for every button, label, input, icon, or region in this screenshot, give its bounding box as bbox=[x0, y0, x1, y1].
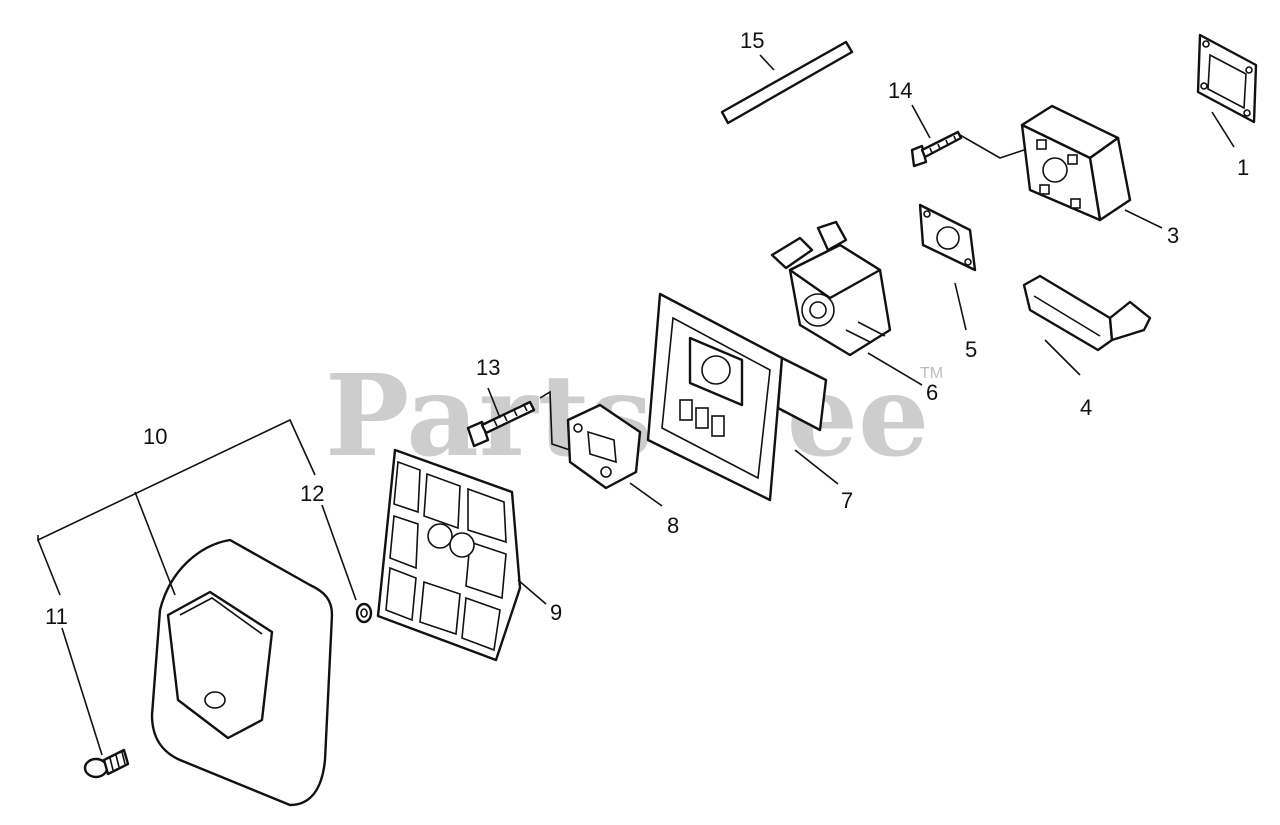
part-8-gasket[interactable] bbox=[566, 403, 642, 490]
leader-lines bbox=[37, 54, 1235, 756]
callout-14[interactable]: 14 bbox=[888, 78, 912, 103]
part-10-cover[interactable] bbox=[150, 538, 334, 807]
callout-4[interactable]: 4 bbox=[1080, 395, 1092, 420]
part-7-case[interactable] bbox=[646, 292, 828, 502]
callout-3[interactable]: 3 bbox=[1167, 223, 1179, 248]
part-15-rod[interactable] bbox=[720, 40, 854, 125]
callout-8[interactable]: 8 bbox=[667, 513, 679, 538]
callout-10[interactable]: 10 bbox=[143, 424, 167, 449]
callout-7[interactable]: 7 bbox=[841, 488, 853, 513]
part-6-carburetor[interactable] bbox=[770, 220, 892, 357]
part-4-bracket[interactable] bbox=[1022, 274, 1152, 352]
callout-13[interactable]: 13 bbox=[476, 355, 500, 380]
part-14-bolt[interactable] bbox=[910, 130, 963, 168]
part-5-gasket[interactable] bbox=[918, 203, 977, 272]
callout-6[interactable]: 6 bbox=[926, 380, 938, 405]
watermark-trademark: TM bbox=[920, 365, 943, 382]
part-12-washer[interactable] bbox=[355, 602, 373, 624]
callout-5[interactable]: 5 bbox=[965, 337, 977, 362]
callout-9[interactable]: 9 bbox=[550, 600, 562, 625]
part-11-screw[interactable] bbox=[83, 748, 130, 779]
callout-12[interactable]: 12 bbox=[300, 481, 324, 506]
callout-15[interactable]: 15 bbox=[740, 28, 764, 53]
part-1-gasket[interactable] bbox=[1196, 33, 1258, 124]
callout-1[interactable]: 1 bbox=[1237, 155, 1249, 180]
callouts: 1 3 4 5 6 7 8 9 10 11 12 13 14 15 bbox=[45, 28, 1249, 629]
part-3-insulator[interactable] bbox=[1020, 104, 1132, 222]
part-13-bolt[interactable] bbox=[466, 400, 536, 448]
callout-11[interactable]: 11 bbox=[45, 604, 68, 629]
part-9-filter[interactable] bbox=[376, 448, 522, 662]
